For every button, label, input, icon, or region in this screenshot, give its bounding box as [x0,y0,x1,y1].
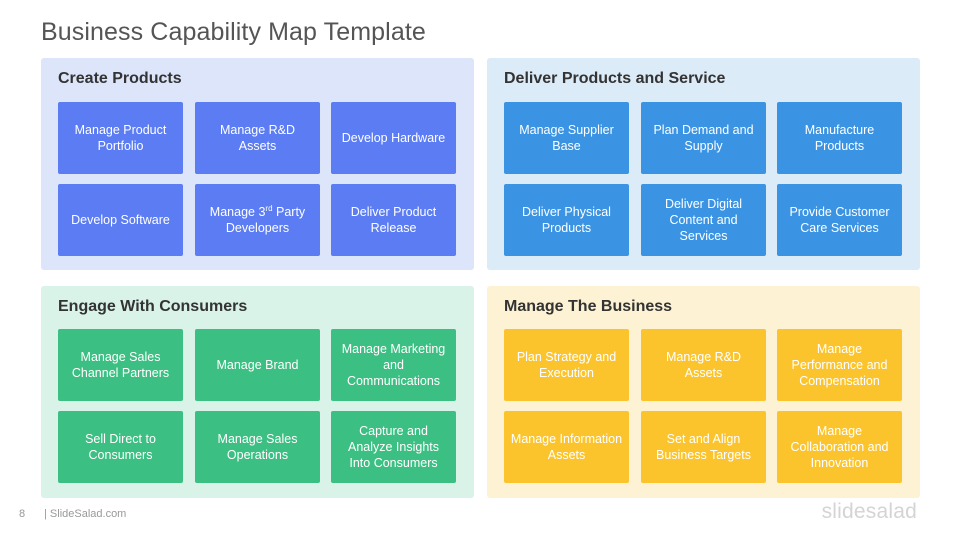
capability-box: Manage Supplier Base [504,102,629,174]
capability-box: Capture and Analyze Insights Into Consum… [331,411,456,483]
capability-box-3rd-party: Manage 3rd Party Developers [195,184,320,256]
capability-box: Manage Marketing and Communications [331,329,456,401]
capability-box: Manufacture Products [777,102,902,174]
quadrant-heading: Manage The Business [504,298,673,315]
capability-box: Manage Sales Operations [195,411,320,483]
capability-box: Manage R&D Assets [195,102,320,174]
quadrant-engage-consumers: Engage With Consumers Manage Sales Chann… [41,286,474,498]
capability-box: Develop Software [58,184,183,256]
quadrant-heading: Deliver Products and Service [504,70,726,87]
quadrant-manage-business: Manage The Business Plan Strategy and Ex… [487,286,920,498]
quadrant-heading: Engage With Consumers [58,298,248,315]
capability-box: Manage Brand [195,329,320,401]
capability-box: Manage Performance and Compensation [777,329,902,401]
capability-box: Set and Align Business Targets [641,411,766,483]
capability-box: Manage R&D Assets [641,329,766,401]
page-number: 8 [19,508,26,520]
capability-box: Sell Direct to Consumers [58,411,183,483]
quadrant-heading: Create Products [58,70,182,87]
capability-box: Plan Strategy and Execution [504,329,629,401]
slide-title: Business Capability Map Template [41,18,426,46]
capability-box: Develop Hardware [331,102,456,174]
capability-box: Deliver Product Release [331,184,456,256]
capability-box: Provide Customer Care Services [777,184,902,256]
slidesalad-logo: slidesalad [821,500,917,523]
capability-box: Manage Information Assets [504,411,629,483]
capability-box: Deliver Digital Content and Services [641,184,766,256]
capability-box: Deliver Physical Products [504,184,629,256]
capability-box: Manage Sales Channel Partners [58,329,183,401]
capability-box: Manage Product Portfolio [58,102,183,174]
footer-site-text: | SlideSalad.com [44,508,127,520]
quadrant-deliver-products: Deliver Products and Service Manage Supp… [487,58,920,270]
capability-box: Plan Demand and Supply [641,102,766,174]
quadrant-create-products: Create Products Manage Product Portfolio… [41,58,474,270]
capability-box: Manage Collaboration and Innovation [777,411,902,483]
